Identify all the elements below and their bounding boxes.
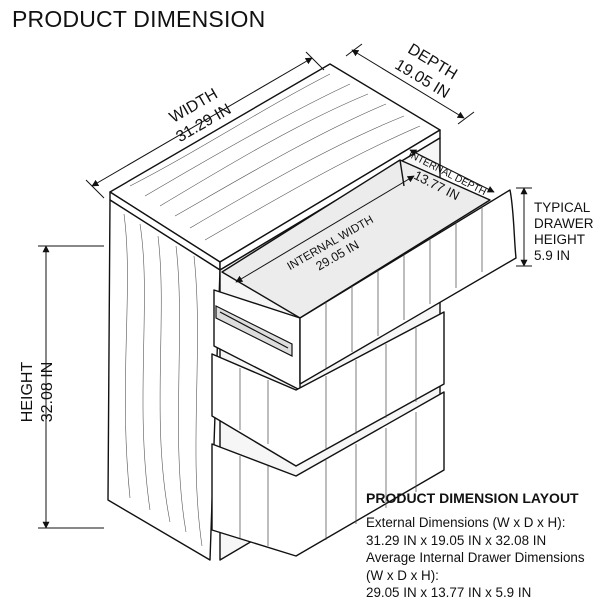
internal-dimensions-label-1: Average Internal Drawer Dimensions [366,550,585,566]
layout-heading: PRODUCT DIMENSION LAYOUT [366,490,579,506]
page-title: PRODUCT DIMENSION [12,6,266,32]
internal-depth-dimension-line [409,149,495,193]
depth-dimension-line [351,49,465,119]
internal-dimensions-value: 29.05 IN x 13.77 IN x 5.9 IN [366,585,532,601]
drawer-front [299,189,517,385]
drawer-slide-rail [215,305,293,357]
drawer-height-label-line3: HEIGHT [534,232,585,247]
drawer-height-label-line1: TYPICAL [534,200,591,215]
drawer-height-label-line2: DRAWER [534,216,594,231]
dresser-left-side [107,199,221,561]
dimension-lines [38,43,532,529]
drawer-height-value: 5.9 IN [534,248,570,263]
height-value: 32.08 IN [39,362,56,422]
external-dimensions-label: External Dimensions (W x D x H): [366,515,566,531]
internal-width-dimension-line [235,175,415,283]
drawer-fluting [239,206,483,546]
internal-dimensions-label-2: (W x D x H): [366,567,439,583]
width-dimension-line [91,57,313,187]
dimension-layout-box: PRODUCT DIMENSION LAYOUT External Dimens… [366,490,598,601]
external-dimensions-value: 31.29 IN x 19.05 IN x 32.08 IN [366,532,547,548]
height-label: HEIGHT [19,362,36,423]
